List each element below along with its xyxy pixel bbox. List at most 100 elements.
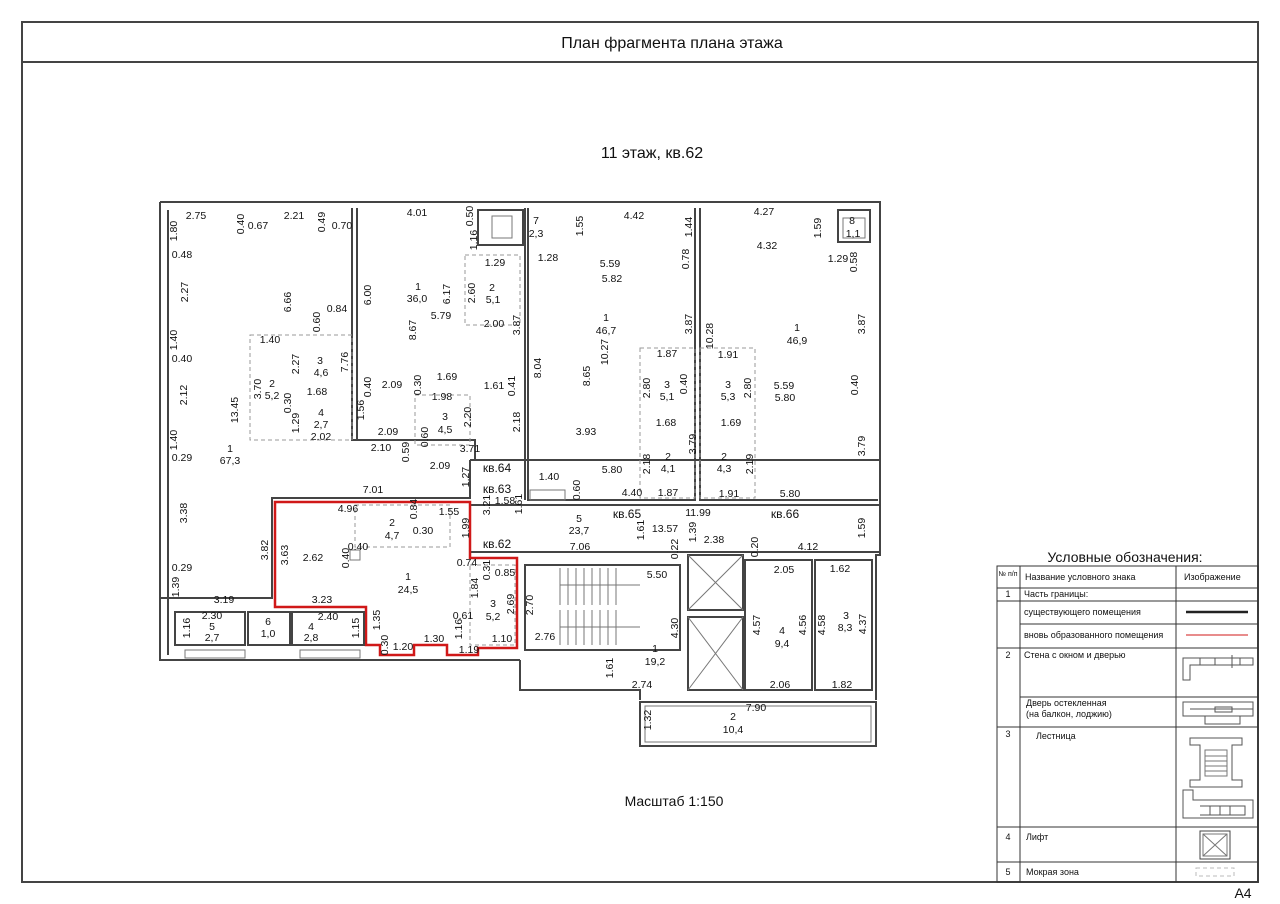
legend-row-num: 3 bbox=[1005, 729, 1010, 739]
dimension-label: 3.87 bbox=[683, 314, 695, 335]
legend: Условные обозначения: № п/п Название усл… bbox=[996, 549, 1259, 883]
legend-row-name: Часть границы: bbox=[1024, 589, 1088, 599]
dimension-label: 0.30 bbox=[379, 635, 391, 656]
dimension-label: 1.84 bbox=[469, 578, 481, 599]
dimension-label: 1.30 bbox=[424, 633, 445, 645]
legend-row-num: 5 bbox=[1005, 867, 1010, 877]
dimension-label: 0.49 bbox=[316, 212, 328, 233]
dimension-label: 2.19 bbox=[744, 454, 756, 475]
dimension-label: 1.99 bbox=[460, 518, 472, 539]
dimension-label: 1.15 bbox=[350, 618, 362, 639]
dimension-label: 2,3 bbox=[529, 228, 544, 240]
legend-row-name: Мокрая зона bbox=[1026, 867, 1079, 877]
dimension-label: 1.40 bbox=[168, 330, 180, 351]
dimension-label: 3 bbox=[490, 598, 496, 610]
dimension-label: 1.44 bbox=[683, 217, 695, 238]
dimension-label: 1.56 bbox=[355, 400, 367, 421]
dimension-label: 1.69 bbox=[437, 371, 458, 383]
dimension-label: 1.55 bbox=[439, 506, 460, 518]
dimension-label: 0.40 bbox=[849, 375, 861, 396]
dimension-label: 4,5 bbox=[438, 424, 453, 436]
dimension-label: 1.61 bbox=[484, 380, 505, 392]
dimension-label: 5.82 bbox=[602, 273, 623, 285]
dimension-label: 3.71 bbox=[460, 443, 481, 455]
dimension-label: 1 bbox=[227, 443, 233, 455]
dimension-label: 2,8 bbox=[304, 632, 319, 644]
dimension-label: 9,4 bbox=[775, 638, 790, 650]
dimension-label: 2.80 bbox=[641, 378, 653, 399]
dimension-label: 4.30 bbox=[669, 618, 681, 639]
dimension-label: 0.40 bbox=[340, 548, 352, 569]
dimension-label: 1.32 bbox=[642, 710, 654, 731]
dimension-label: 1.59 bbox=[812, 218, 824, 239]
dimension-label: 1.58 bbox=[495, 495, 516, 507]
dimension-label: 0.31 bbox=[481, 560, 493, 581]
dimension-label: 2.09 bbox=[430, 460, 451, 472]
lift-sample-icon bbox=[1199, 830, 1231, 860]
dimension-label: 5.50 bbox=[647, 569, 668, 581]
dimension-label: 0.40 bbox=[235, 214, 247, 235]
dimension-label: 1.68 bbox=[307, 386, 328, 398]
dimension-label: 2.38 bbox=[704, 534, 725, 546]
dimension-label: 3 bbox=[664, 379, 670, 391]
dimension-label: 3.87 bbox=[856, 314, 868, 335]
dimension-label: 5.80 bbox=[780, 488, 801, 500]
dimension-label: 1.40 bbox=[539, 471, 560, 483]
dimension-label: 1.80 bbox=[168, 221, 180, 242]
dimension-label: 0.74 bbox=[457, 557, 478, 569]
dimension-label: 7.06 bbox=[570, 541, 591, 553]
dimension-label: 1 bbox=[405, 571, 411, 583]
glazed-door-sample bbox=[1182, 701, 1254, 725]
dimension-label: 3.82 bbox=[259, 540, 271, 561]
dimension-label: 2.00 bbox=[484, 318, 505, 330]
dimension-label: 0.29 bbox=[172, 562, 193, 574]
dimension-label: 11.99 bbox=[685, 507, 711, 519]
dimension-label: 2.76 bbox=[535, 631, 556, 643]
dimension-label: 0.60 bbox=[311, 312, 323, 333]
dimension-label: 3.79 bbox=[856, 436, 868, 457]
dimension-label: 2 bbox=[730, 711, 736, 723]
dimension-label: 3.23 bbox=[312, 594, 333, 606]
legend-col-image: Изображение bbox=[1184, 572, 1241, 582]
dimension-label: 4.12 bbox=[798, 541, 819, 553]
dimension-label: 1.59 bbox=[856, 518, 868, 539]
dimension-label: 1.16 bbox=[468, 230, 480, 251]
legend-row-name: вновь образованного помещения bbox=[1024, 630, 1163, 640]
dimension-label: 4.37 bbox=[857, 614, 869, 635]
dimension-label: 6 bbox=[265, 616, 271, 628]
sheet-frame bbox=[21, 21, 1259, 883]
dimension-label: 2.80 bbox=[742, 378, 754, 399]
dimension-label: 0.60 bbox=[571, 480, 583, 501]
legend-row-num: 4 bbox=[1005, 832, 1010, 842]
dimension-label: 0.40 bbox=[348, 541, 369, 553]
legend-col-num: № п/п bbox=[999, 571, 1018, 578]
dimension-label: 1.29 bbox=[828, 253, 849, 265]
dimension-label: 4.96 bbox=[338, 503, 359, 515]
dimension-label: 1 bbox=[603, 312, 609, 324]
dimension-label: 2.27 bbox=[179, 282, 191, 303]
dimension-label: 1.29 bbox=[485, 257, 506, 269]
dimension-label: 3.63 bbox=[279, 545, 291, 566]
dimension-label: 2 bbox=[389, 517, 395, 529]
dimension-label: 0.41 bbox=[506, 376, 518, 397]
dimension-label: 1.20 bbox=[393, 641, 414, 653]
dimension-label: 7.90 bbox=[746, 702, 767, 714]
dimension-label: 2.18 bbox=[641, 454, 653, 475]
dimension-label: 13.57 bbox=[652, 523, 678, 535]
dimension-label: 1.27 bbox=[460, 467, 472, 488]
dimension-label: 1.19 bbox=[459, 644, 480, 656]
dimension-label: 2.27 bbox=[290, 354, 302, 375]
dimension-label: 4,6 bbox=[314, 367, 329, 379]
dimension-label: 2.62 bbox=[303, 552, 324, 564]
dimension-label: 7 bbox=[533, 215, 539, 227]
dimension-label: 1.61 bbox=[635, 520, 647, 541]
legend-row-name: существующего помещения bbox=[1024, 607, 1141, 617]
dimension-label: 0.22 bbox=[669, 539, 681, 560]
dimension-label: 1.16 bbox=[453, 619, 465, 640]
dimension-label: 4.32 bbox=[757, 240, 778, 252]
dimension-label: 5.59 bbox=[774, 380, 795, 392]
dimension-label: 4 bbox=[779, 625, 785, 637]
dimension-label: 46,7 bbox=[596, 325, 617, 337]
